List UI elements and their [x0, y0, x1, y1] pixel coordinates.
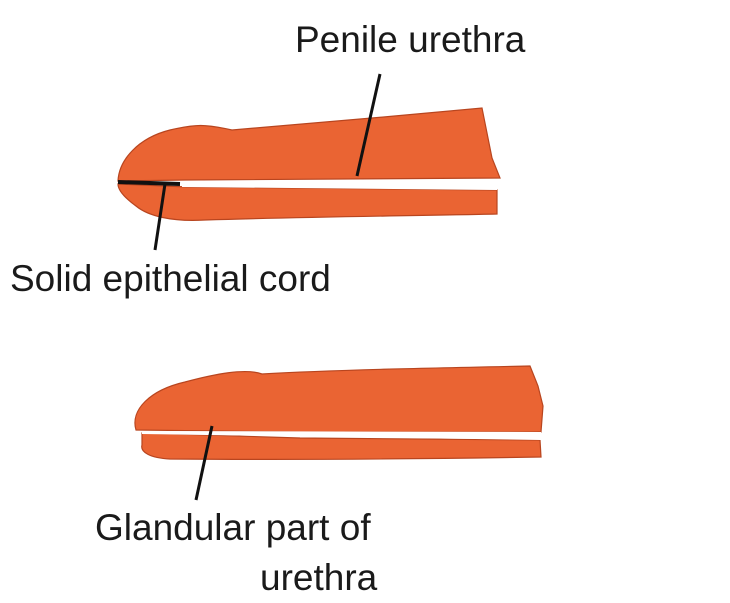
penile-urethra-label: Penile urethra — [295, 19, 526, 60]
glandular-part-label-line2: urethra — [260, 557, 378, 598]
glandular-part-label-line1: Glandular part of — [95, 507, 371, 548]
upper-organ-figure — [118, 74, 500, 250]
solid-epithelial-cord — [118, 182, 180, 184]
solid-epithelial-cord-label: Solid epithelial cord — [10, 258, 331, 299]
lower-organ-figure — [135, 366, 543, 500]
upper-dorsal-tissue — [118, 108, 500, 181]
lower-dorsal-tissue — [135, 366, 543, 432]
